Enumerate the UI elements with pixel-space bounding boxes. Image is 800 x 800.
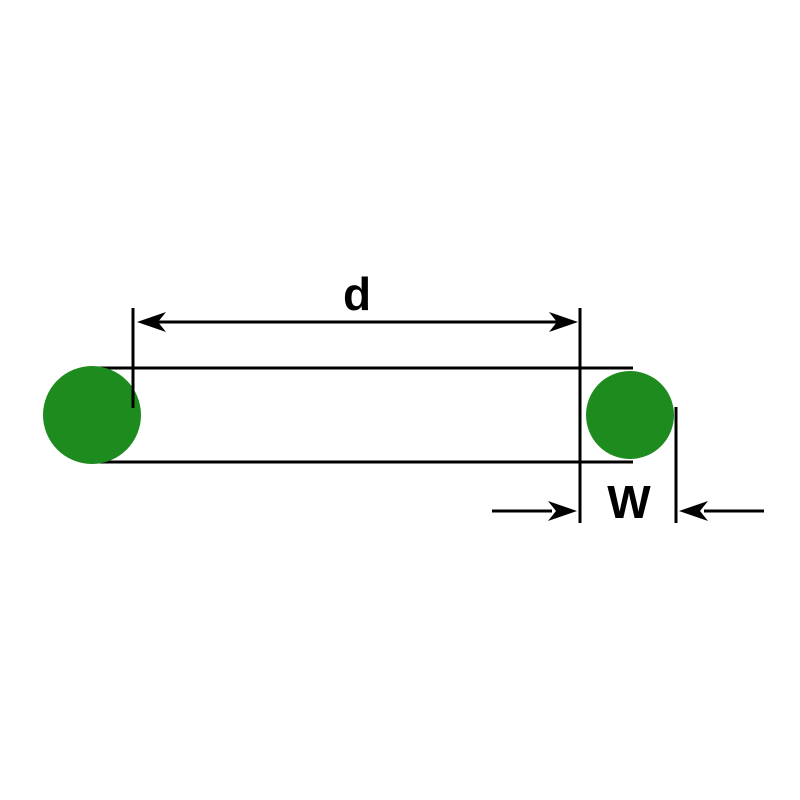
w-arrowhead-right-icon <box>679 501 708 521</box>
cross-section-width-label: W <box>607 476 651 528</box>
w-arrowhead-left-icon <box>548 501 577 521</box>
inner-diameter-label: d <box>343 268 371 320</box>
left-cross-section-circle <box>43 366 141 464</box>
d-arrowhead-right-icon <box>549 312 578 332</box>
d-arrowhead-left-icon <box>137 312 166 332</box>
right-cross-section-circle <box>586 371 674 459</box>
